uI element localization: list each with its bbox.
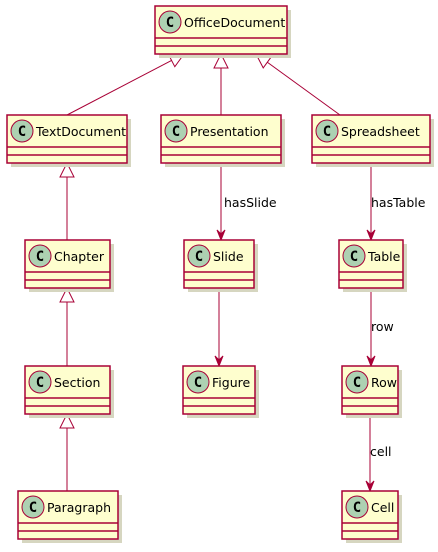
class-stereotype-icon xyxy=(342,244,366,268)
class-office[interactable]: C OfficeDocument xyxy=(154,5,291,58)
association-arrowhead xyxy=(366,229,376,242)
association-arrowhead xyxy=(214,355,224,368)
class-name: Spreadsheet xyxy=(341,124,420,139)
association-arrowhead xyxy=(366,355,376,368)
relation-label: hasSlide xyxy=(224,195,277,210)
class-stereotype-icon xyxy=(28,244,52,268)
class-stereotype-letter: C xyxy=(195,249,203,265)
class-stereotype-icon xyxy=(164,119,188,143)
class-stereotype-icon xyxy=(187,244,211,268)
inheritance-line xyxy=(267,61,341,116)
relation-row-cell: cell xyxy=(365,414,392,493)
class-slide[interactable]: C Slide xyxy=(183,239,258,292)
class-name: Row xyxy=(371,375,397,390)
class-sheet[interactable]: C Spreadsheet xyxy=(311,114,434,167)
relation-label: cell xyxy=(370,444,392,459)
class-name: Table xyxy=(367,249,401,264)
class-text[interactable]: C TextDocument xyxy=(6,114,131,167)
class-stereotype-letter: C xyxy=(353,375,361,391)
class-name: Cell xyxy=(371,500,394,515)
class-stereotype-letter: C xyxy=(29,500,37,516)
class-stereotype-icon xyxy=(345,370,369,394)
inheritance-arrowhead xyxy=(59,412,75,429)
class-stereotype-letter: C xyxy=(172,124,180,140)
relation-label: row xyxy=(371,319,394,334)
class-name: Figure xyxy=(212,375,250,390)
class-stereotype-icon xyxy=(10,119,34,143)
class-row[interactable]: C Row xyxy=(341,365,402,418)
class-name: OfficeDocument xyxy=(184,15,285,30)
class-stereotype-letter: C xyxy=(323,124,331,140)
class-stereotype-icon xyxy=(28,370,52,394)
class-name: Section xyxy=(54,375,100,390)
inheritance-arrowhead xyxy=(213,52,229,69)
class-stereotype-icon xyxy=(21,495,45,519)
class-stereotype-letter: C xyxy=(18,124,26,140)
inheritance-arrowhead xyxy=(59,286,75,303)
inheritance-line xyxy=(66,60,172,116)
class-stereotype-icon xyxy=(186,370,210,394)
relation-text-office xyxy=(66,53,185,116)
class-name: Slide xyxy=(213,249,244,264)
class-stereotype-icon xyxy=(158,10,182,34)
class-cell[interactable]: C Cell xyxy=(341,490,402,543)
relation-sheet-office xyxy=(255,53,341,116)
relation-pres-office xyxy=(213,52,229,115)
relation-section-chapter xyxy=(59,286,75,366)
class-stereotype-letter: C xyxy=(36,249,44,265)
class-stereotype-icon xyxy=(345,495,369,519)
relation-pres-slide: hasSlide xyxy=(216,163,277,242)
relation-table-row: row xyxy=(366,288,394,368)
class-pres[interactable]: C Presentation xyxy=(160,114,285,167)
relation-slide-figure xyxy=(214,288,224,368)
class-stereotype-letter: C xyxy=(166,15,174,31)
relation-sheet-table: hasTable xyxy=(366,163,426,242)
class-stereotype-letter: C xyxy=(353,500,361,516)
class-paragraph[interactable]: C Paragraph xyxy=(17,490,122,543)
edges-layer: hasSlide hasTable row cell xyxy=(59,52,426,493)
class-stereotype-letter: C xyxy=(36,375,44,391)
class-name: Paragraph xyxy=(47,500,111,515)
association-arrowhead xyxy=(365,480,375,493)
association-arrowhead xyxy=(216,229,226,242)
class-chapter[interactable]: C Chapter xyxy=(24,239,114,292)
relation-paragraph-section xyxy=(59,412,75,491)
class-figure[interactable]: C Figure xyxy=(182,365,259,418)
class-name: TextDocument xyxy=(35,124,126,139)
class-stereotype-letter: C xyxy=(350,249,358,265)
class-name: Presentation xyxy=(190,124,269,139)
class-stereotype-letter: C xyxy=(194,375,202,391)
class-table[interactable]: C Table xyxy=(338,239,407,292)
class-section[interactable]: C Section xyxy=(24,365,114,418)
relation-chapter-text xyxy=(59,161,75,240)
inheritance-arrowhead xyxy=(59,161,75,178)
relation-label: hasTable xyxy=(371,195,426,210)
class-name: Chapter xyxy=(54,249,105,264)
class-stereotype-icon xyxy=(315,119,339,143)
